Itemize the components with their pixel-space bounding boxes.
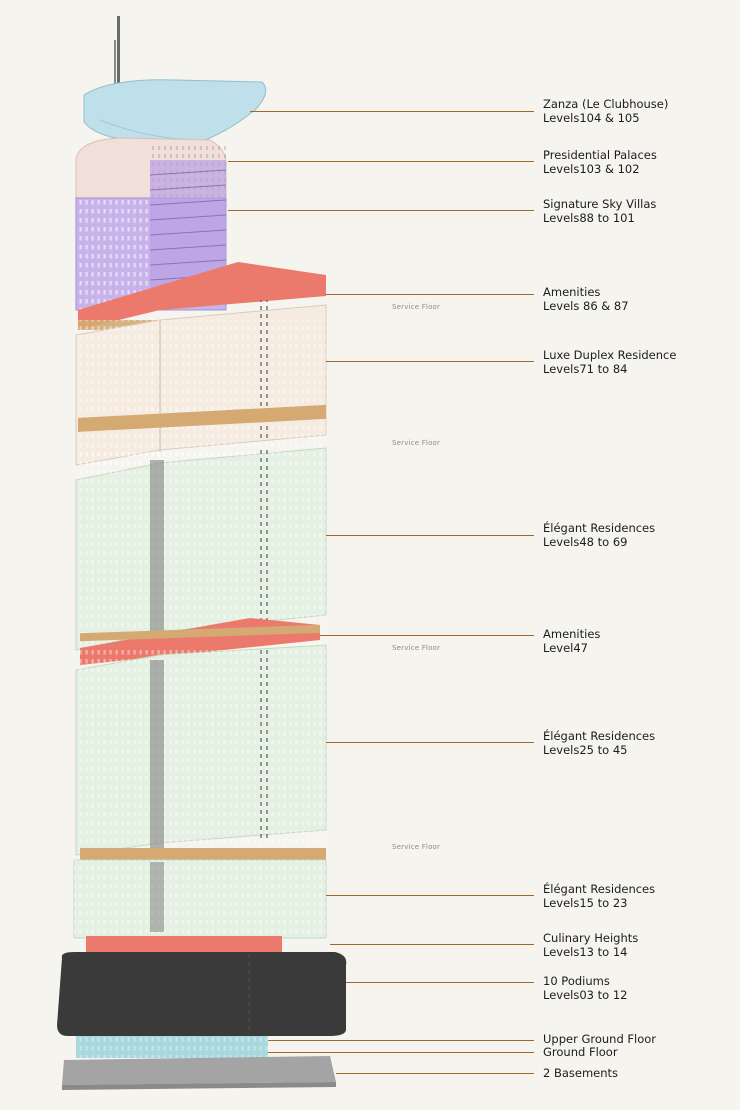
leader-culinary bbox=[330, 944, 534, 945]
label-levels: Levels88 to 101 bbox=[543, 211, 635, 225]
label-title: Presidential Palaces bbox=[543, 148, 657, 162]
label-levels: Levels48 to 69 bbox=[543, 535, 628, 549]
leader-upper-ground bbox=[268, 1040, 534, 1041]
clubhouse-block bbox=[83, 79, 267, 143]
label-podiums: 10 Podiums Levels03 to 12 bbox=[543, 974, 627, 1002]
label-amenities-upper: Amenities Levels 86 & 87 bbox=[543, 285, 629, 313]
label-levels: Levels103 & 102 bbox=[543, 162, 640, 176]
label-title: Amenities bbox=[543, 285, 601, 299]
label-title: Amenities bbox=[543, 627, 601, 641]
elegant-upper-block bbox=[75, 447, 327, 651]
leader-luxe-duplex bbox=[326, 361, 534, 362]
label-levels: Levels25 to 45 bbox=[543, 743, 628, 757]
podiums-block bbox=[57, 952, 347, 1036]
label-presidential: Presidential Palaces Levels103 & 102 bbox=[543, 148, 657, 176]
label-title: 10 Podiums bbox=[543, 974, 610, 988]
leader-podiums bbox=[346, 982, 534, 983]
luxe-duplex-block bbox=[75, 300, 327, 466]
spire bbox=[114, 16, 120, 91]
elegant-mid-block bbox=[75, 644, 327, 856]
label-levels: Levels03 to 12 bbox=[543, 988, 628, 1002]
ground-floors-block bbox=[76, 1036, 268, 1058]
label-culinary: Culinary Heights Levels13 to 14 bbox=[543, 931, 638, 959]
label-title: Upper Ground Floor bbox=[543, 1032, 657, 1046]
label-levels: Levels104 & 105 bbox=[543, 111, 640, 125]
label-title: Élégant Residences bbox=[543, 521, 656, 535]
label-elegant-lower: Élégant Residences Levels15 to 23 bbox=[543, 882, 655, 910]
label-levels: Levels15 to 23 bbox=[543, 896, 628, 910]
label-basements: 2 Basements bbox=[543, 1066, 618, 1080]
basements-block bbox=[62, 1056, 336, 1090]
leader-zanza bbox=[250, 111, 534, 112]
leader-elegant-lower bbox=[326, 895, 534, 896]
label-title: Élégant Residences bbox=[543, 882, 656, 896]
service-floor-caption: Service Floor bbox=[392, 843, 441, 851]
service-floor-band-2 bbox=[80, 848, 326, 860]
culinary-heights-block bbox=[86, 936, 282, 954]
leader-amenities-upper bbox=[326, 294, 534, 295]
leader-amenities-mid bbox=[320, 635, 534, 636]
service-floor-caption: Service Floor bbox=[392, 303, 441, 311]
leader-ground bbox=[268, 1052, 534, 1053]
service-floor-caption: Service Floor bbox=[392, 439, 441, 447]
label-elegant-upper: Élégant Residences Levels48 to 69 bbox=[543, 521, 655, 549]
service-floor-caption: Service Floor bbox=[392, 644, 441, 652]
elegant-lower-block bbox=[73, 859, 327, 939]
label-title: Zanza (Le Clubhouse) bbox=[543, 97, 669, 111]
label-title: Signature Sky Villas bbox=[543, 197, 657, 211]
label-levels: Levels13 to 14 bbox=[543, 945, 628, 959]
label-title: 2 Basements bbox=[543, 1066, 619, 1080]
label-luxe-duplex: Luxe Duplex Residence Levels71 to 84 bbox=[543, 348, 676, 376]
leader-presidential bbox=[228, 161, 534, 162]
label-levels: Level47 bbox=[543, 641, 588, 655]
label-amenities-mid: Amenities Level47 bbox=[543, 627, 600, 655]
leader-elegant-upper bbox=[326, 535, 534, 536]
label-levels: Levels71 to 84 bbox=[543, 362, 628, 376]
label-levels: Levels 86 & 87 bbox=[543, 299, 629, 313]
label-title: Luxe Duplex Residence bbox=[543, 348, 677, 362]
label-upper-ground: Upper Ground Floor bbox=[543, 1032, 656, 1046]
leader-sky-villas bbox=[228, 210, 534, 211]
leader-elegant-mid bbox=[326, 742, 534, 743]
label-ground: Ground Floor bbox=[543, 1045, 618, 1059]
label-title: Ground Floor bbox=[543, 1045, 618, 1059]
label-elegant-mid: Élégant Residences Levels25 to 45 bbox=[543, 729, 655, 757]
label-zanza: Zanza (Le Clubhouse) Levels104 & 105 bbox=[543, 97, 668, 125]
service-floor-band-1 bbox=[78, 404, 326, 432]
label-title: Élégant Residences bbox=[543, 729, 656, 743]
leader-basements bbox=[336, 1073, 534, 1074]
label-sky-villas: Signature Sky Villas Levels88 to 101 bbox=[543, 197, 656, 225]
label-title: Culinary Heights bbox=[543, 931, 639, 945]
